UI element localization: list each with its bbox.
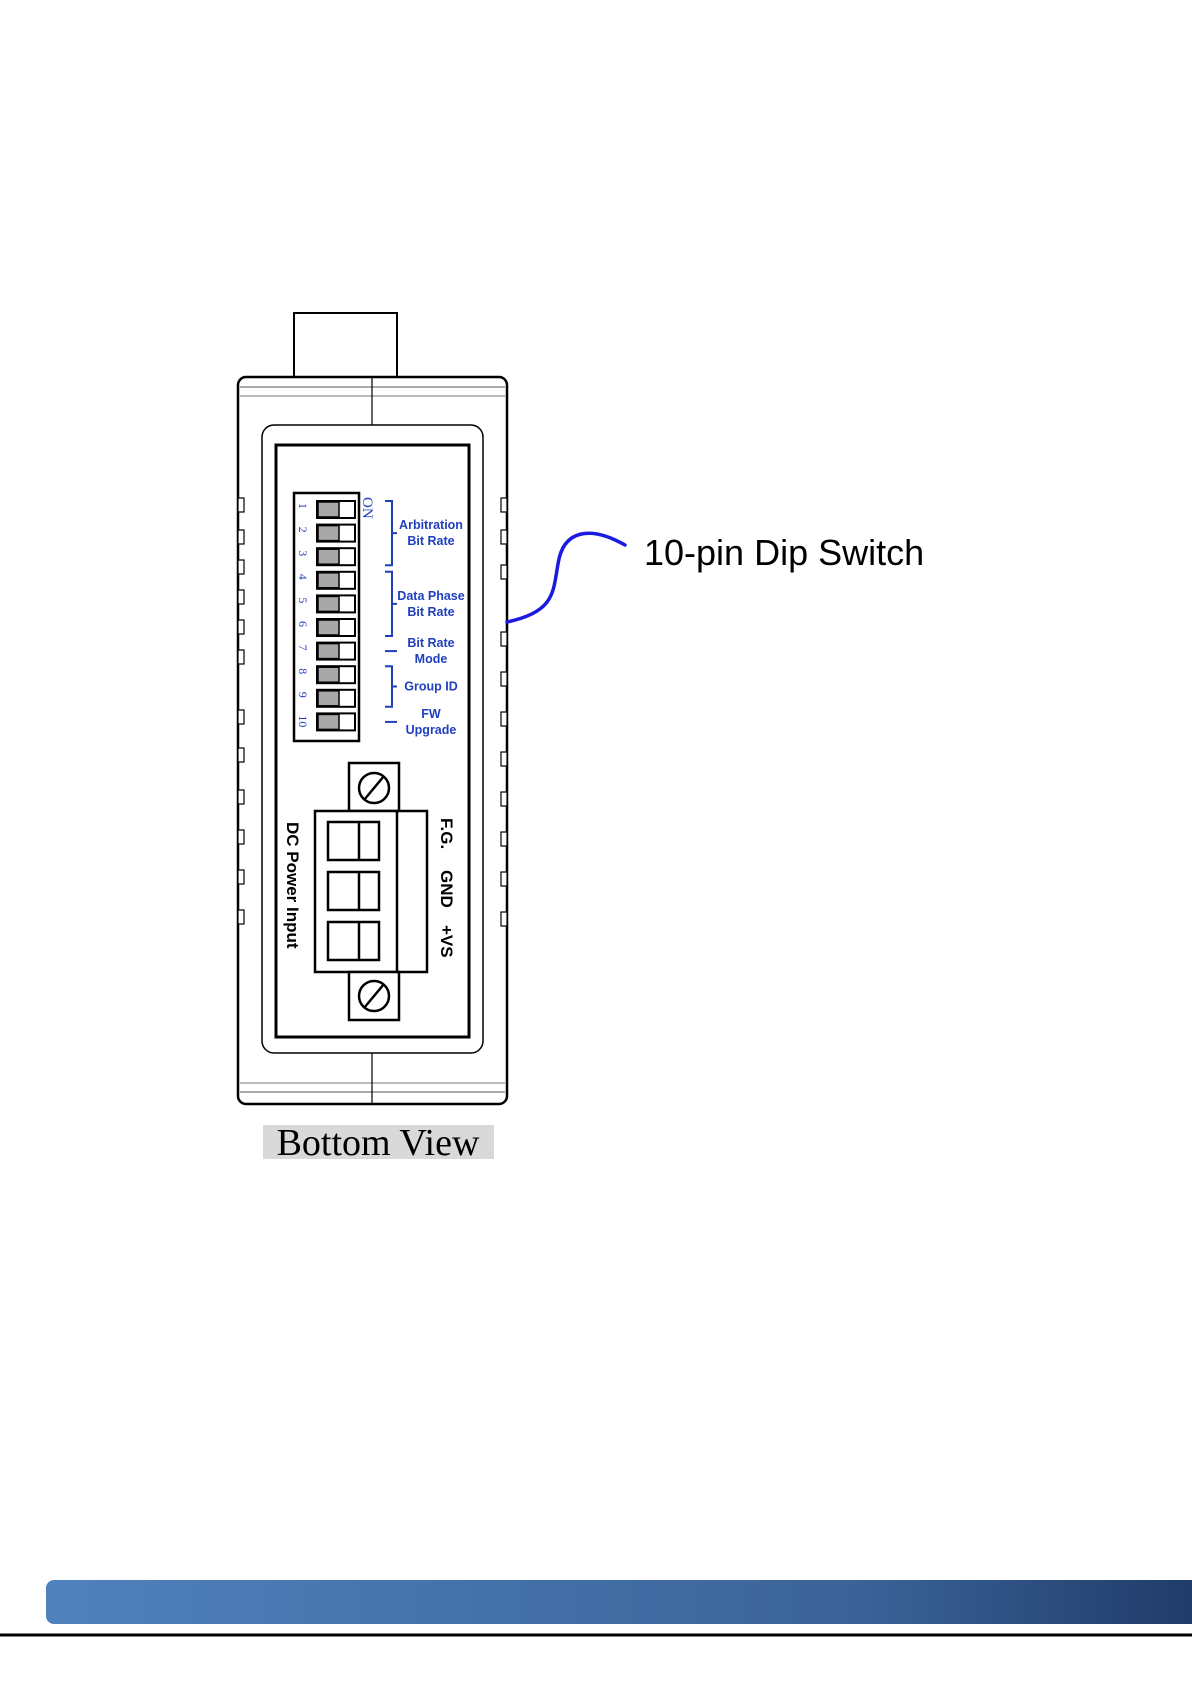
- dip-pin-number: 7: [296, 645, 310, 651]
- dip-pin-number: 10: [296, 715, 310, 727]
- dip-group-label: FW: [421, 707, 441, 721]
- dip-pin-number: 2: [296, 527, 310, 533]
- dip-pin-number: 8: [296, 668, 310, 674]
- terminal-pin-label: +VS: [437, 925, 456, 958]
- terminal-socket-1: [328, 822, 379, 860]
- dip-switch-3: [317, 548, 355, 565]
- dip-pin-number: 9: [296, 692, 310, 698]
- top-connector: [294, 313, 397, 378]
- dip-pin-number: 6: [296, 621, 310, 627]
- dip-switch-9: [317, 690, 355, 707]
- dip-on-label: ON: [359, 497, 375, 519]
- dip-group-label: Group ID: [404, 680, 457, 694]
- dip-group-label: Arbitration: [399, 518, 463, 532]
- terminal-socket-2: [328, 872, 379, 910]
- dip-switch-1: [317, 501, 355, 518]
- dip-switch-4: [317, 572, 355, 589]
- callout-line: [507, 533, 625, 622]
- dip-pin-number: 3: [296, 550, 310, 556]
- dip-group-label: Data Phase: [397, 589, 464, 603]
- dip-pin-number: 1: [296, 503, 310, 509]
- dip-group-label: Bit Rate: [407, 636, 454, 650]
- dip-group-label: Mode: [415, 652, 448, 666]
- dip-pin-number: 5: [296, 597, 310, 603]
- dip-switch-2: [317, 525, 355, 542]
- dip-group-label: Upgrade: [406, 723, 457, 737]
- bottom-view-caption: Bottom View: [277, 1122, 480, 1164]
- dip-switch-5: [317, 595, 355, 612]
- dc-power-input-label: DC Power Input: [283, 822, 302, 949]
- dip-group-label: Bit Rate: [407, 605, 454, 619]
- footer-bar: [46, 1580, 1192, 1624]
- dip-switch-8: [317, 666, 355, 683]
- dip-pin-number: 4: [296, 574, 310, 580]
- dip-switch-10: [317, 713, 355, 730]
- terminal-sockets: [328, 822, 379, 960]
- terminal-pin-label: GND: [437, 870, 456, 908]
- dip-group-label: Bit Rate: [407, 534, 454, 548]
- dip-switch-6: [317, 619, 355, 636]
- callout-label: 10-pin Dip Switch: [644, 532, 924, 573]
- terminal-socket-3: [328, 922, 379, 960]
- dip-switch-7: [317, 643, 355, 660]
- terminal-pin-labels: F.G. GND +VS: [437, 818, 456, 958]
- terminal-pin-label: F.G.: [437, 818, 456, 849]
